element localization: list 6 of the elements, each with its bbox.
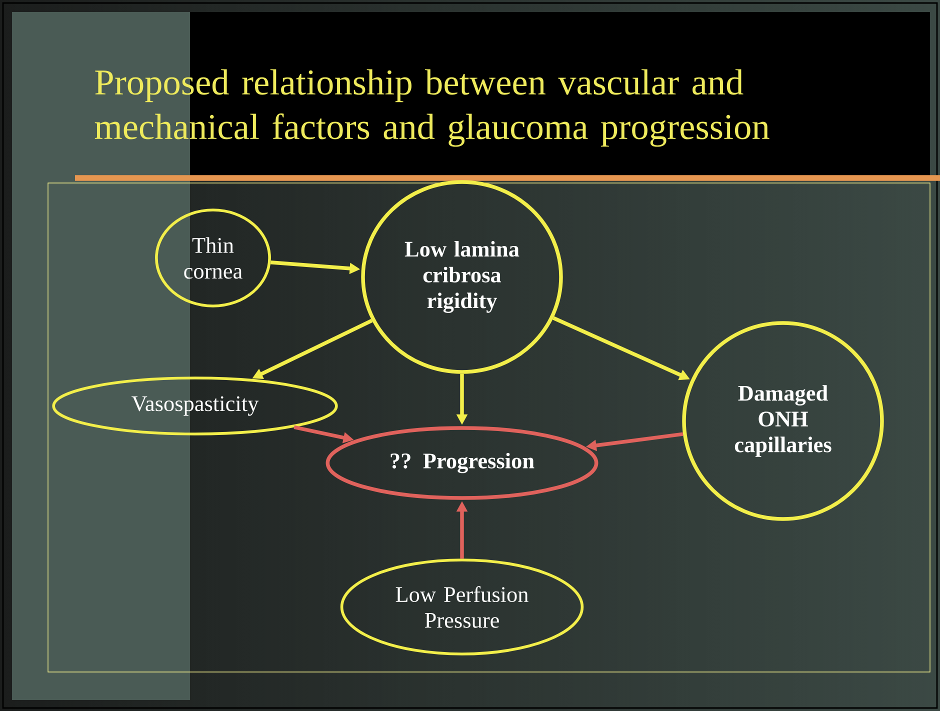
oval-node: Damaged ONH capillaries [682, 321, 884, 521]
oval-node: Low lamina cribrosa rigidity [361, 180, 563, 374]
oval-node: Vasospasticity [52, 376, 338, 436]
oval-node: Low Perfusion Pressure [340, 558, 584, 656]
oval-node: ?? Progression [326, 426, 598, 500]
oval-node: Thin cornea [155, 208, 271, 308]
